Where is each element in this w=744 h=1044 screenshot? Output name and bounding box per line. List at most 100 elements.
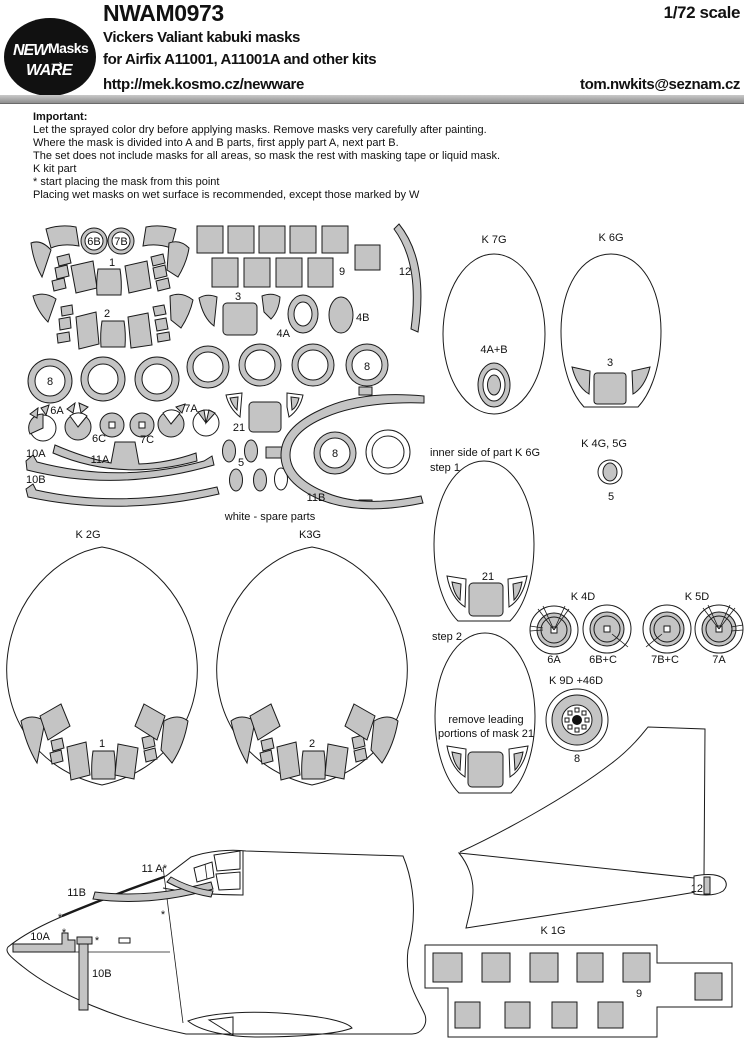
- nose-drawing: 11 A* 11B 10A 10B * * * *: [6, 849, 427, 1038]
- label-8: 8: [364, 361, 370, 373]
- start-point-marker: *: [161, 909, 166, 921]
- label-11a-star: 11 A*: [142, 863, 168, 875]
- label-k6g: K 6G: [598, 232, 623, 244]
- label-step2: step 2: [432, 631, 462, 643]
- label-7a: 7A: [184, 403, 198, 415]
- step2-diagram: step 2 remove leading portions of mask 2…: [432, 631, 536, 794]
- product-code: NWAM0973: [103, 0, 224, 26]
- label-2: 2: [104, 308, 110, 320]
- label-6b: 6B: [87, 236, 100, 248]
- label-k4g-5g: K 4G, 5G: [581, 438, 627, 450]
- label-6a: 6A: [50, 405, 64, 417]
- label-10b: 10B: [92, 968, 112, 980]
- label-k9d: K 9D +46D: [549, 675, 603, 687]
- important-line: * start placing the mask from this point: [33, 176, 220, 188]
- important-line: K kit part: [33, 163, 77, 175]
- label-portions-mask21: portions of mask 21: [438, 728, 534, 740]
- label-k3g: K3G: [299, 529, 321, 541]
- label-remove-leading: remove leading: [448, 714, 523, 726]
- mask-rings-8-left: 8: [27, 356, 180, 404]
- label-9: 9: [339, 266, 345, 278]
- contact-email: tom.nwkits@seznam.cz: [579, 76, 740, 93]
- part-k2g: K 2G 1: [6, 529, 198, 786]
- product-title: Vickers Valiant kabuki masks: [103, 29, 300, 46]
- label-3: 3: [607, 357, 613, 369]
- start-point-marker: *: [58, 912, 63, 924]
- scale-label: 1/72 scale: [663, 3, 741, 22]
- label-k4d: K 4D: [571, 591, 596, 603]
- label-7b+c: 7B+C: [651, 654, 679, 666]
- label-k7g: K 7G: [481, 234, 506, 246]
- label-2: 2: [309, 738, 315, 750]
- label-5: 5: [608, 491, 614, 503]
- label-11b: 11B: [67, 887, 86, 899]
- label-6c: 6C: [92, 433, 106, 445]
- logo-word-new: NEW: [13, 42, 48, 59]
- website-url: http://mek.kosmo.cz/newware: [103, 76, 304, 93]
- wheels-k4d: K 4D 6A 6B+C: [529, 591, 632, 666]
- label-k2g: K 2G: [75, 529, 100, 541]
- tail-drawing: 12 K 1G: [457, 726, 727, 937]
- label-5: 5: [238, 457, 244, 469]
- step1-diagram: inner side of part K 6G step 1 21: [430, 447, 540, 622]
- compatibility: for Airfix A11001, A11001A and other kit…: [103, 51, 377, 68]
- label-11b: 11B: [307, 492, 326, 504]
- panel-k1g-squares: 9: [424, 944, 733, 1038]
- start-point-marker: *: [62, 927, 67, 939]
- label-8: 8: [574, 753, 580, 765]
- mask-group-9-squares: 9: [196, 225, 381, 288]
- important-line: Let the sprayed color dry before applyin…: [33, 124, 487, 136]
- mask-arc-12: 12: [393, 223, 422, 333]
- label-4a+b: 4A+B: [480, 344, 507, 356]
- header-divider: [0, 95, 744, 104]
- label-21: 21: [233, 422, 245, 434]
- label-k5d: K 5D: [685, 591, 710, 603]
- wheel-k9d: K 9D +46D 8: [545, 675, 609, 765]
- label-21: 21: [482, 571, 494, 583]
- label-12: 12: [399, 266, 411, 278]
- label-8: 8: [332, 448, 338, 460]
- important-line: Where the mask is divided into A and B p…: [33, 137, 399, 149]
- mask-canopy-arc-1: 6B 7B 1: [30, 225, 190, 296]
- important-line: The set does not include masks for all a…: [33, 150, 501, 162]
- part-k6g: K 6G 3: [560, 232, 662, 408]
- part-k4g-5g: K 4G, 5G 5: [581, 438, 627, 503]
- part-k3g: K3G 2: [216, 529, 408, 786]
- mask-rings-8-right: 8: [186, 343, 389, 389]
- label-10b: 10B: [26, 474, 46, 486]
- newware-logo: NEW Masks → WARE: [4, 18, 96, 96]
- label-8: 8: [47, 376, 53, 388]
- mask-strip-10a: 10A: [25, 448, 215, 481]
- label-4b: 4B: [356, 312, 369, 324]
- mask-strip-11b: 8 11B: [265, 386, 425, 510]
- important-heading: Important:: [33, 111, 88, 123]
- mask-group-5: 5: [222, 439, 288, 492]
- label-9: 9: [636, 988, 642, 1000]
- important-notes: Important: Let the sprayed color dry bef…: [33, 111, 673, 202]
- label-10a: 10A: [30, 931, 50, 943]
- label-11a: 11A: [91, 454, 110, 466]
- label-white-spare-parts: white - spare parts: [224, 511, 316, 523]
- label-4a: 4A: [277, 328, 291, 340]
- logo-word-ware: WARE: [26, 62, 73, 79]
- logo-arrow-icon: →: [48, 51, 66, 71]
- label-7b: 7B: [114, 236, 127, 248]
- mask-4a: 4A: [277, 294, 319, 340]
- label-step1: step 1: [430, 462, 460, 474]
- wheels-k5d: K 5D 7B+C 7A: [642, 591, 744, 666]
- part-k7g: K 7G 4A+B: [442, 234, 546, 415]
- label-1: 1: [109, 257, 115, 269]
- label-7c: 7C: [140, 434, 154, 446]
- mask-4b: 4B: [328, 296, 369, 334]
- logo-word-masks: Masks: [48, 40, 89, 56]
- important-line: Placing wet masks on wet surface is reco…: [33, 189, 420, 201]
- label-6a: 6A: [547, 654, 561, 666]
- label-3: 3: [235, 291, 241, 303]
- mask-group-21: 21: [225, 392, 304, 434]
- start-point-marker: *: [95, 935, 100, 947]
- mask-strip-11a: 11A: [52, 441, 198, 471]
- label-inner-side: inner side of part K 6G: [430, 447, 540, 459]
- mask-group-3: 3: [198, 291, 281, 336]
